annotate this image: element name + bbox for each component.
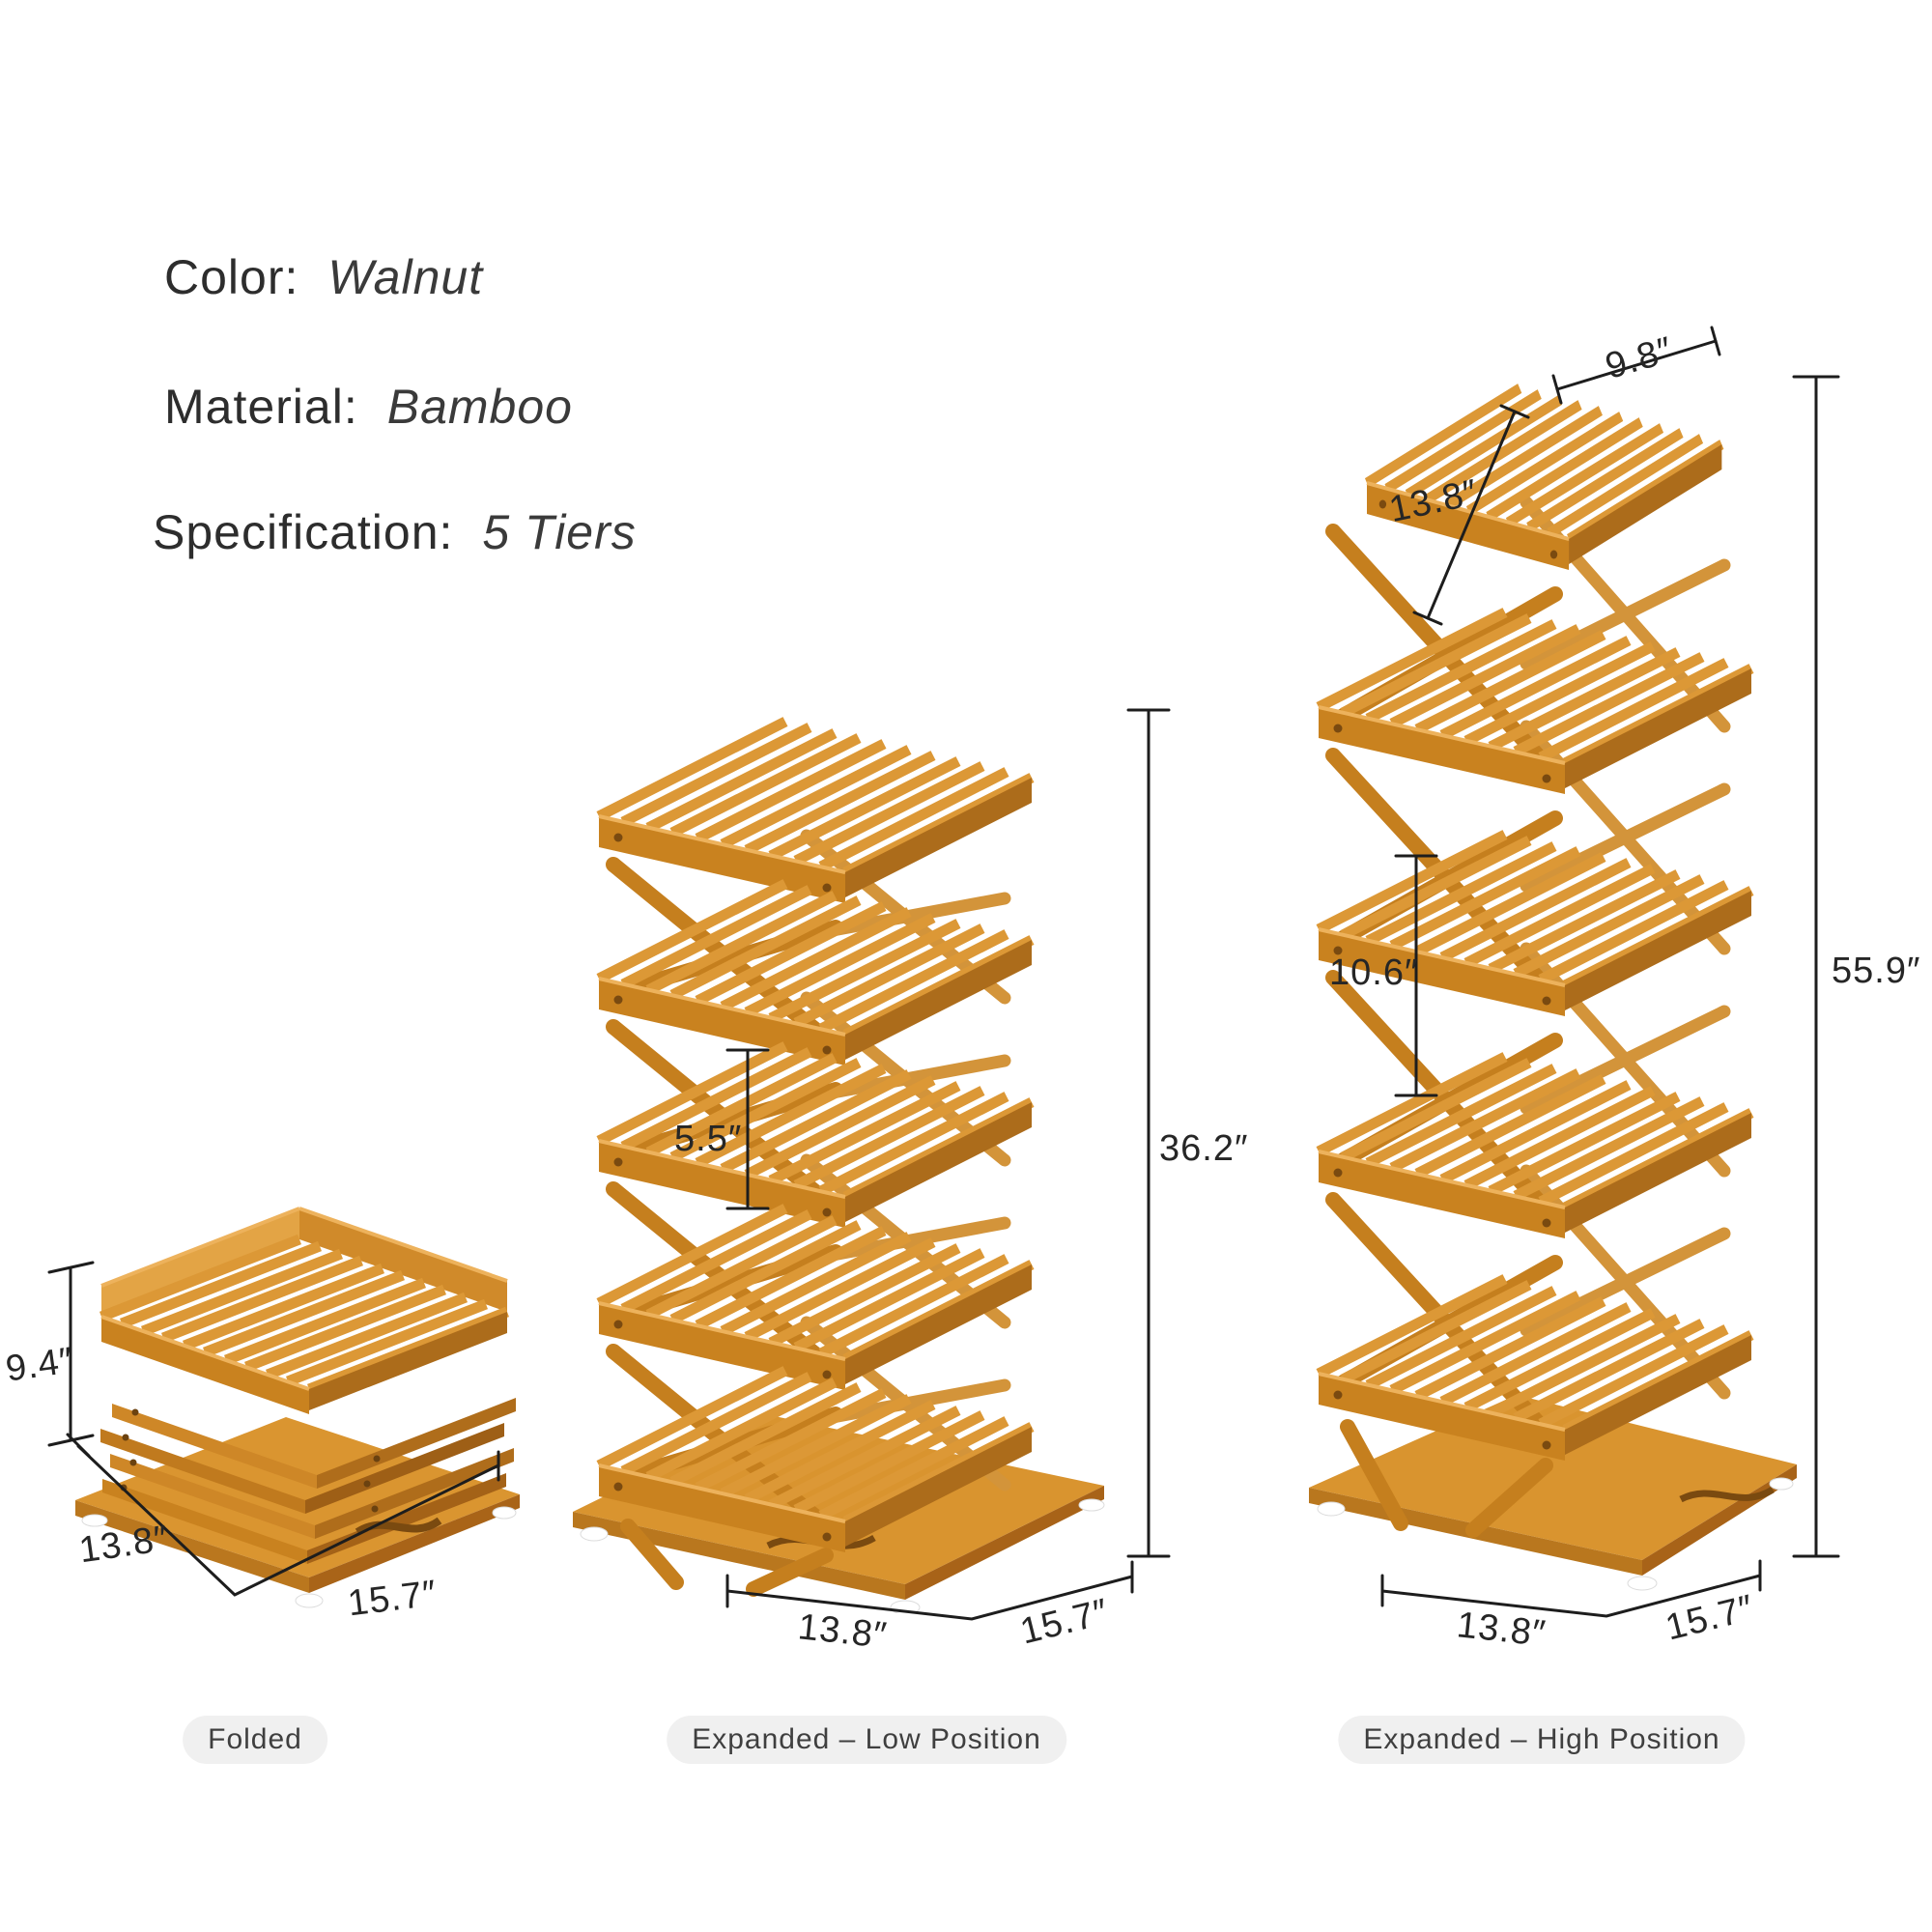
high-height-label: 55.9″ bbox=[1832, 951, 1921, 991]
spec-specification-value: 5 Tiers bbox=[482, 505, 637, 559]
high-rack-back-braces bbox=[1520, 496, 1731, 1400]
expanded-high-caption: Expanded – High Position bbox=[1338, 1716, 1746, 1764]
folded-rack-handle-cutout bbox=[355, 1517, 442, 1536]
spec-material-row: Material: Bamboo bbox=[164, 379, 573, 435]
spec-specification-row: Specification: 5 Tiers bbox=[153, 504, 637, 560]
low-dimension-lines bbox=[725, 708, 1171, 1621]
spec-material-label: Material: bbox=[164, 380, 358, 434]
spec-color-row: Color: Walnut bbox=[164, 249, 483, 305]
expanded-high-rack-image bbox=[1309, 379, 1797, 1591]
spec-specification-label: Specification: bbox=[153, 505, 454, 559]
low-tier-gap-label: 5.5″ bbox=[674, 1119, 743, 1159]
high-tier-gap-label: 10.6″ bbox=[1329, 952, 1419, 993]
high-dimension-lines bbox=[1380, 326, 1840, 1618]
expanded-low-caption: Expanded – Low Position bbox=[667, 1716, 1066, 1764]
folded-rack-stacked-layers bbox=[100, 1398, 516, 1564]
spec-color-label: Color: bbox=[164, 250, 299, 304]
folded-rack-base bbox=[75, 1417, 520, 1608]
expanded-low-rack-image bbox=[573, 696, 1105, 1613]
spec-material-value: Bamboo bbox=[386, 380, 573, 434]
folded-rack-top-tray bbox=[99, 1207, 509, 1414]
folded-dimension-lines bbox=[47, 1261, 500, 1597]
low-height-label: 36.2″ bbox=[1159, 1128, 1249, 1169]
folded-rack-image bbox=[75, 1207, 520, 1608]
folded-caption: Folded bbox=[183, 1716, 327, 1764]
spec-color-value: Walnut bbox=[327, 250, 484, 304]
